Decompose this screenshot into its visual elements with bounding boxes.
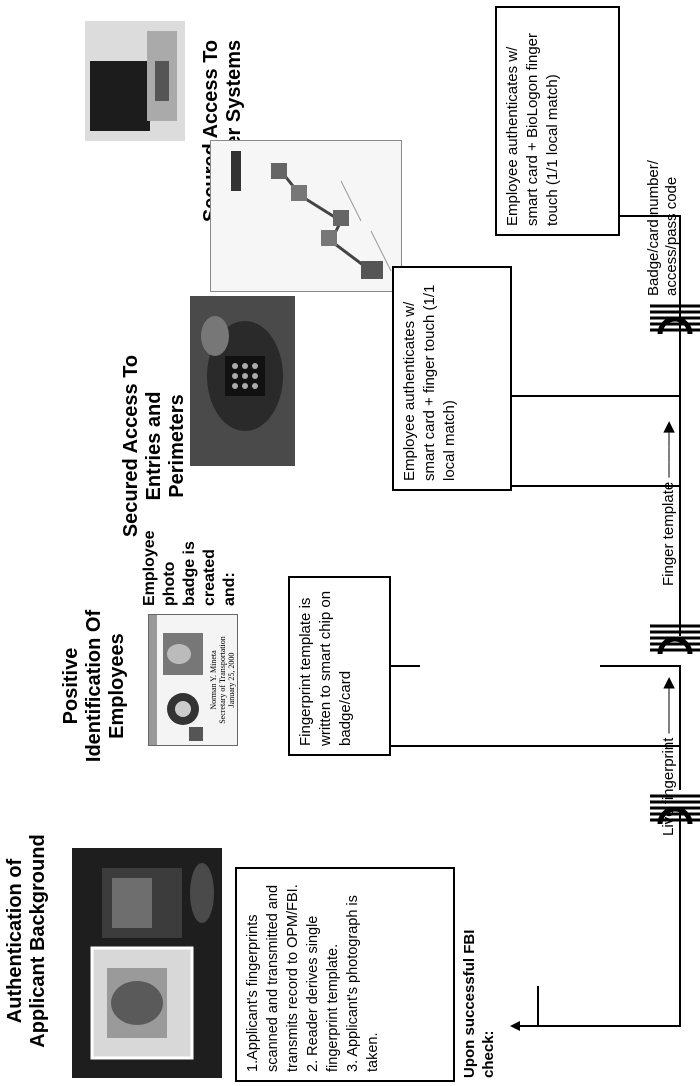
flow-arrow-1: ———▶ [660,676,677,734]
flow-badge-label: Badge/card number/ access/pass code [645,160,680,296]
flow-live: Live fingerprint ———▶ [660,616,678,836]
flow-template: Finger template ———▶ [660,386,678,586]
keypad-reader-photo [190,296,295,466]
flow-arrow-2: ———▶ [660,421,677,478]
lock-icon-3 [650,304,700,335]
flow-template-label: Finger template [660,481,677,586]
lock-icon-1 [650,794,700,825]
fingerprint-scanner-photo [72,848,222,1078]
flow-live-label: Live fingerprint [660,737,677,836]
lock-icon-2 [650,624,700,655]
network-diagram-image [210,140,402,292]
biologon-reader-photo [85,21,185,141]
employee-badge-image: Norman Y. Mineta Secretary of Transporta… [148,614,238,746]
